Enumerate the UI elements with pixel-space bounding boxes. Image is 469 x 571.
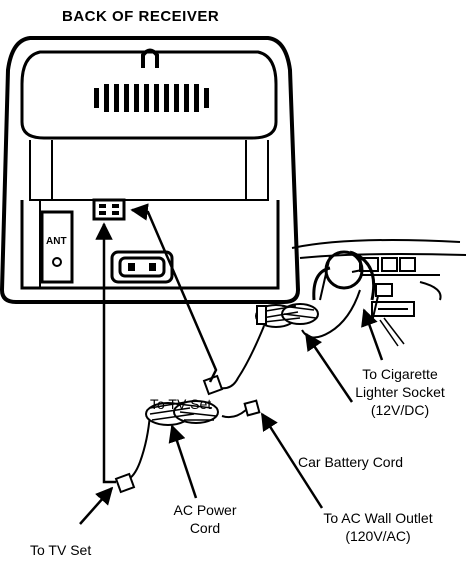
ac-power-cord-label-line1: AC Power — [173, 502, 237, 518]
diagram-title: BACK OF RECEIVER — [62, 8, 220, 25]
ac-power-cord-label-line2: Cord — [189, 520, 221, 536]
car-dashboard — [291, 239, 467, 347]
cigarette-lighter-label-line2: Lighter Socket — [355, 384, 445, 400]
antenna-terminal-icon — [52, 257, 62, 267]
wall-outlet-label-line1: To AC Wall Outlet — [323, 510, 433, 526]
vent-slot — [174, 84, 179, 112]
vent-slot — [144, 84, 149, 112]
dc-input-jack — [92, 198, 126, 221]
cigarette-lighter-label-line3: (12V/DC) — [370, 402, 430, 418]
car-battery-cord — [202, 289, 361, 396]
wall-plug — [243, 399, 261, 417]
to-tv-set-upper-label: To TV Set — [150, 396, 212, 412]
vent-slot — [104, 84, 109, 112]
ac-power-cord — [114, 399, 261, 494]
leader-arrows — [79, 203, 384, 525]
vent-slot — [164, 84, 169, 112]
receiver-back — [0, 36, 301, 304]
vent-slot — [184, 84, 189, 112]
car-battery-cord-coil — [255, 303, 319, 328]
vent-slot — [124, 84, 129, 112]
vent-slot — [194, 84, 199, 112]
vent-slot — [154, 84, 159, 112]
wall-outlet-label-line2: (120V/AC) — [345, 528, 411, 544]
car-battery-cord-label: Car Battery Cord — [298, 454, 404, 470]
ant-label: ANT — [46, 236, 67, 247]
vent-slot — [134, 84, 139, 112]
cigarette-lighter-label-line1: To Cigarette — [362, 366, 438, 382]
ventilation-slots — [94, 84, 209, 112]
antenna-panel — [40, 210, 74, 284]
vent-slot — [94, 88, 99, 108]
to-tv-set-lower-label: To TV Set — [30, 542, 92, 558]
ac-power-cord-coil — [145, 400, 219, 426]
vent-slot — [204, 88, 209, 108]
vent-slot — [114, 84, 119, 112]
ac-cord-plug — [114, 472, 136, 494]
